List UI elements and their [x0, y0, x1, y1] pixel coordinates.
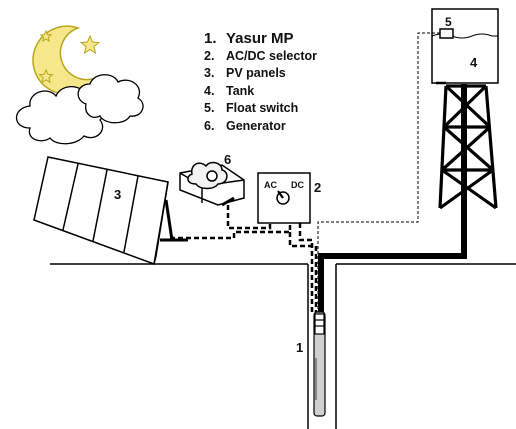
callout-generator: 6: [224, 152, 232, 167]
legend-number: 1.: [204, 30, 217, 47]
legend-label: AC/DC selector: [226, 48, 317, 63]
legend-number: 5.: [204, 101, 215, 115]
legend-label: PV panels: [226, 66, 286, 80]
selector-dc-label: DC: [291, 180, 304, 190]
legend-number: 6.: [204, 118, 215, 133]
water-pipe: [318, 84, 467, 312]
float-switch-cable: [317, 32, 440, 312]
legend-item: 3. PV panels: [204, 65, 317, 83]
legend-number: 3.: [204, 66, 215, 80]
submersible-pump: [313, 311, 326, 417]
ac-dc-selector: [257, 172, 311, 224]
legend-item: 6. Generator: [204, 118, 317, 136]
cloud-icon: [15, 74, 144, 145]
callout-panels: 3: [114, 187, 122, 202]
callout-selector: 2: [314, 180, 322, 195]
legend-label: Yasur MP: [226, 30, 294, 47]
ground-and-borehole: [50, 263, 516, 429]
legend-item: 1. Yasur MP: [204, 30, 317, 48]
callout-pump: 1: [296, 340, 304, 355]
power-cables: [170, 205, 318, 312]
generator: [179, 161, 245, 207]
callout-float-switch: 5: [445, 15, 452, 29]
legend-item: 2. AC/DC selector: [204, 48, 317, 66]
selector-ac-label: AC: [264, 180, 277, 190]
legend-label: Float switch: [226, 101, 299, 115]
legend-number: 4.: [204, 83, 215, 98]
legend-label: Tank: [226, 83, 255, 98]
water-tower: [431, 8, 499, 210]
legend: 1.Yasur MP 2.AC/DC selector 3.PV panels …: [204, 30, 317, 135]
legend-label: Generator: [226, 118, 286, 133]
callout-tank: 4: [470, 55, 478, 70]
pv-panels: [33, 156, 188, 266]
legend-item: 5. Float switch: [204, 100, 317, 118]
legend-item: 4. Tank: [204, 83, 317, 101]
legend-number: 2.: [204, 48, 215, 63]
star-icon: [38, 29, 101, 84]
